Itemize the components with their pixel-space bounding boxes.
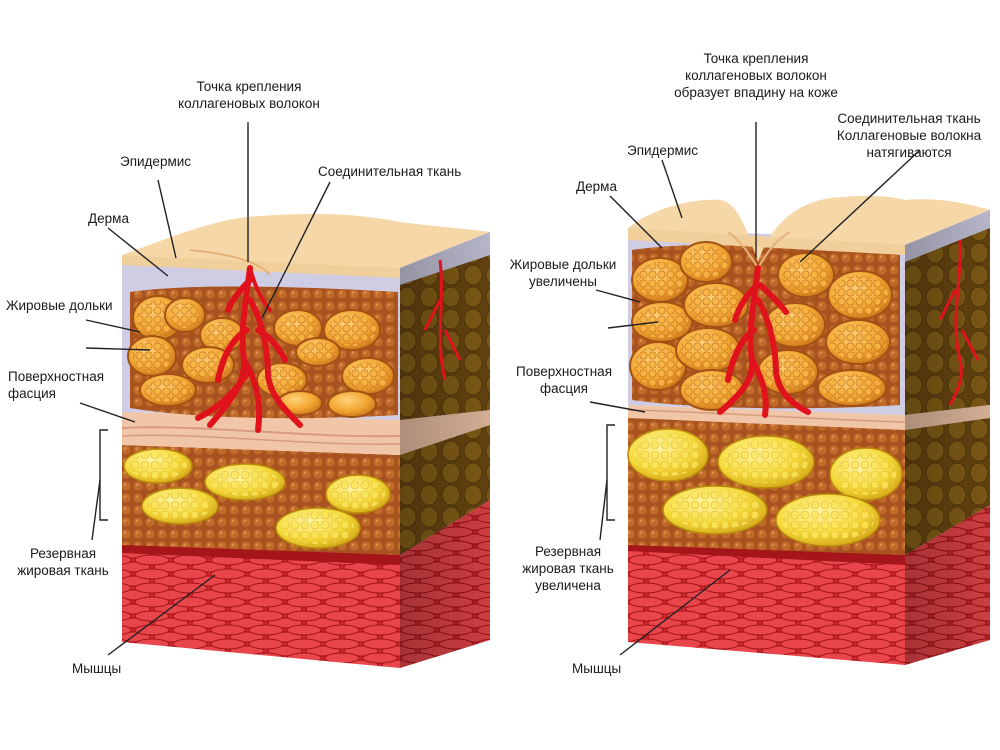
right-collagen-septum <box>717 265 811 418</box>
right-label-dermis: Дерма <box>576 179 617 194</box>
left-label-connective-tissue: Соединительная ткань <box>318 164 462 179</box>
right-label-muscles: Мышцы <box>572 661 622 676</box>
left-label-fascia: Поверхностная фасция <box>8 369 105 401</box>
left-label-muscles: Мышцы <box>72 661 122 676</box>
right-label-fascia: Поверхностная фасция <box>515 364 613 396</box>
left-reserve-fat-lobules <box>123 448 391 549</box>
left-label-epidermis: Эпидермис <box>120 154 192 169</box>
right-label-connective-tissue: Соединительная ткань Коллагеновые волокн… <box>836 111 982 160</box>
left-epidermis-top <box>122 214 490 268</box>
right-fat-lobules <box>629 241 893 411</box>
right-label-reserve-fat: Резервная жировая ткань увеличена <box>522 544 614 593</box>
right-label-fat-lobules: Жировые дольки увеличены <box>509 257 617 289</box>
left-label-fat-lobules: Жировые дольки <box>6 298 113 313</box>
left-muscle-layer <box>122 548 400 668</box>
right-epidermis-top <box>628 195 990 262</box>
right-label-epidermis: Эпидермис <box>627 143 699 158</box>
right-reserve-fat-lobules <box>627 428 903 547</box>
left-collagen-septum <box>195 265 303 433</box>
left-label-dermis: Дерма <box>88 211 129 226</box>
left-fascia-layer <box>122 412 400 455</box>
left-label-reserve-fat: Резервная жировая ткань <box>17 546 109 578</box>
left-label-anchor-point: Точка крепления коллагеновых волокон <box>178 79 320 111</box>
right-label-anchor-point: Точка крепления коллагеновых волокон обр… <box>674 51 838 100</box>
left-skin-block <box>121 214 490 668</box>
right-muscle-layer <box>628 545 905 665</box>
leader-lines <box>79 122 921 656</box>
